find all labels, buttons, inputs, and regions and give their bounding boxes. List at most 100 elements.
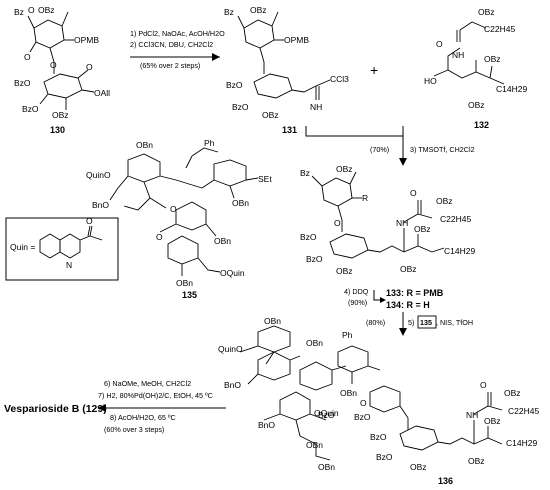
label-nh: NH xyxy=(466,410,478,420)
label-bno: BnO xyxy=(224,380,241,390)
compound-131: OBz Bz OPMB BzO BzO OBz CCl3 NH 131 xyxy=(224,5,349,135)
compound-id-135: 135 xyxy=(182,290,197,300)
label-quin-equals: Quin = xyxy=(10,242,35,252)
label-bno: BnO xyxy=(258,420,275,430)
label-quino: QuinO xyxy=(218,344,243,354)
label-o: O xyxy=(86,62,93,72)
label-obz: OBz xyxy=(336,164,353,174)
compound-id-132: 132 xyxy=(474,120,489,130)
label-bzo: BzO xyxy=(370,432,387,442)
label-r: R xyxy=(362,193,368,203)
label-bno: BnO xyxy=(92,200,109,210)
label-c22h45: C22H45 xyxy=(484,24,515,34)
label-obz: OBz xyxy=(478,7,495,17)
condition-step-5-box: 135 xyxy=(420,318,432,327)
label-obz: OBz xyxy=(400,264,417,274)
label-o: O xyxy=(410,188,417,198)
label-bzo: BzO xyxy=(14,78,31,88)
label-c22h45: C22H45 xyxy=(508,406,539,416)
compound-id-136: 136 xyxy=(438,476,453,486)
label-opmb: OPMB xyxy=(74,35,99,45)
compound-136: OBn Ph QuinO OBn BnO OBn BzO BzO O BnO O… xyxy=(218,316,539,486)
reaction-arrow-2: (70%) 3) TMSOTf, CH2Cl2 xyxy=(305,126,475,166)
compound-line-134: 134: R = H xyxy=(386,300,430,310)
label-quino: QuinO xyxy=(86,170,111,180)
label-bzo: BzO xyxy=(226,80,243,90)
label-oquin: OQuin xyxy=(220,268,245,278)
label-o: O xyxy=(170,204,177,214)
condition-step-5-prefix: 5) xyxy=(408,318,414,327)
label-obz: OBz xyxy=(484,54,501,64)
yield-step-5: (80%) xyxy=(366,318,385,327)
label-obz: OBz xyxy=(504,388,521,398)
label-bzo: BzO xyxy=(306,254,323,264)
label-obz: OBz xyxy=(38,5,55,15)
label-ccl3: CCl3 xyxy=(330,74,349,84)
product-vesparioside-b: Vesparioside B (129) xyxy=(4,403,107,415)
label-obz: OBz xyxy=(468,100,485,110)
label-bzo: BzO xyxy=(354,412,371,422)
label-obn: OBn xyxy=(318,462,335,472)
label-obz: OBz xyxy=(468,456,485,466)
yield-step-4: (90%) xyxy=(348,298,367,307)
label-o: O xyxy=(360,398,367,408)
label-bzo: BzO xyxy=(232,102,249,112)
label-obn: OBn xyxy=(136,140,153,150)
compound-id-130: 130 xyxy=(50,125,65,135)
label-o: O xyxy=(334,218,341,228)
yield-steps-1-2: (65% over 2 steps) xyxy=(140,61,200,70)
condition-step-8: 8) AcOH/H2O, 65 ºC xyxy=(110,413,176,422)
label-o: O xyxy=(86,216,93,226)
label-set: SEt xyxy=(258,174,272,184)
label-obn: OBn xyxy=(176,278,193,288)
label-o: O xyxy=(480,380,487,390)
compound-133-134: Bz OBz R O BzO BzO OBz O OBz C22H45 NH O… xyxy=(300,164,475,276)
yield-steps-6-8: (60% over 3 steps) xyxy=(104,425,164,434)
label-c22h45: C22H45 xyxy=(440,214,471,224)
reaction-arrow-4: 6) NaOMe, MeOH, CH2Cl2 7) H2, 80%Pd(OH)2… xyxy=(4,379,226,434)
label-ph: Ph xyxy=(342,330,353,340)
reaction-arrow-3: 4) DDQ (90%) 133: R = PMB 134: R = H (80… xyxy=(344,287,473,336)
label-c14h29: C14H29 xyxy=(506,438,537,448)
label-c14h29: C14H29 xyxy=(496,84,527,94)
condition-step-3: 3) TMSOTf, CH2Cl2 xyxy=(410,145,475,154)
label-nh: NH xyxy=(310,102,322,112)
label-obn: OBn xyxy=(264,316,281,326)
label-obz: OBz xyxy=(52,110,69,120)
label-bzo: BzO xyxy=(22,104,39,114)
label-nh: NH xyxy=(452,50,464,60)
quin-definition-box: Quin = N O xyxy=(5,216,119,281)
label-obz: OBz xyxy=(336,266,353,276)
label-opmb: OPMB xyxy=(284,35,309,45)
label-o: O xyxy=(156,232,163,242)
yield-step-3: (70%) xyxy=(370,145,389,154)
label-oall: OAll xyxy=(94,88,110,98)
label-obz: OBz xyxy=(414,224,431,234)
label-oquin: OQuin xyxy=(314,408,339,418)
condition-step-5-suffix: , NIS, TfOH xyxy=(436,318,473,327)
label-obz: OBz xyxy=(410,462,427,472)
condition-step-6: 6) NaOMe, MeOH, CH2Cl2 xyxy=(104,379,191,388)
label-obn: OBn xyxy=(306,440,323,450)
compound-line-133: 133: R = PMB xyxy=(386,288,444,298)
label-obn: OBn xyxy=(214,236,231,246)
label-obz: OBz xyxy=(250,5,267,15)
compound-id-131: 131 xyxy=(282,125,297,135)
compound-130: OBz Bz O OPMB O O BzO BzO OBz OAll O 130 xyxy=(14,5,110,135)
label-bzo: BzO xyxy=(376,452,393,462)
label-n: N xyxy=(66,260,72,270)
compound-135: Ph OBn SEt OBn QuinO BnO O OBn OQuin OBn… xyxy=(86,138,272,300)
condition-step-7: 7) H2, 80%Pd(OH)2/C, EtOH, 45 ºC xyxy=(98,391,213,400)
condition-step-1: 1) PdCl2, NaOAc, AcOH/H2O xyxy=(130,29,225,38)
label-obz: OBz xyxy=(262,110,279,120)
label-bz: Bz xyxy=(14,7,24,17)
label-bz: Bz xyxy=(300,168,310,178)
label-bzo: BzO xyxy=(300,232,317,242)
condition-step-4: 4) DDQ xyxy=(344,287,369,296)
label-obz: OBz xyxy=(436,196,453,206)
label-ho: HO xyxy=(424,76,437,86)
label-o: O xyxy=(24,52,31,62)
label-ph: Ph xyxy=(204,138,215,148)
label-bzo: BzO xyxy=(318,410,335,420)
compound-132: OBz C22H45 O NH HO OBz OBz C14H29 132 xyxy=(424,7,527,130)
